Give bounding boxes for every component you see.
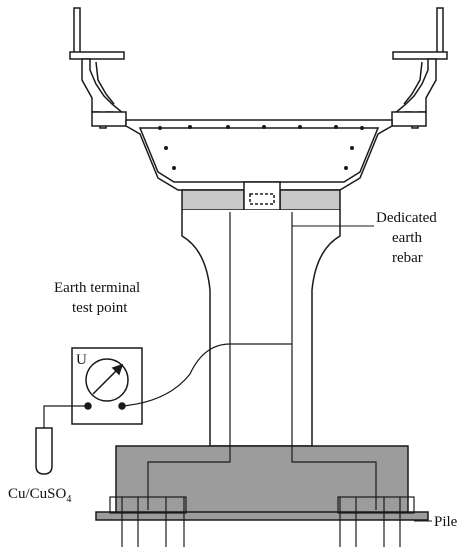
rebar-dot	[226, 125, 230, 129]
pile-right-outline	[337, 496, 415, 514]
test-wire	[121, 343, 292, 407]
right-parapet-plate	[392, 51, 448, 60]
cap-rebar-right	[291, 446, 377, 510]
needle-arrowhead	[111, 363, 124, 376]
voltmeter	[71, 347, 143, 425]
reference-electrode	[35, 405, 88, 475]
right-parapet-post	[436, 7, 444, 57]
pier-outline	[181, 210, 341, 447]
base-plate	[95, 511, 429, 521]
rebar-dot	[298, 125, 302, 129]
foundation	[95, 445, 429, 521]
rebar-dot	[262, 125, 266, 129]
voltmeter-dial	[85, 358, 129, 402]
rebar-dot	[188, 125, 192, 129]
voltmeter-box	[71, 347, 143, 425]
pile-left-outline	[109, 496, 187, 514]
leader-lines	[292, 225, 432, 522]
meter-symbol: U	[76, 352, 87, 368]
rebar-dot	[172, 166, 176, 170]
electrode-wire	[43, 405, 88, 428]
dedicated-earth-rebar-label-2: earth	[392, 230, 422, 246]
left-wall-inner	[95, 61, 115, 105]
rebar-dot	[350, 146, 354, 150]
piles	[109, 496, 415, 547]
rebar-dot	[360, 126, 364, 130]
box-girder-inner	[138, 127, 380, 183]
rebar-dot	[158, 126, 162, 130]
electrode-tube	[35, 427, 53, 475]
right-walkway-bracket	[391, 111, 427, 127]
electrode-label-main: Cu/CuSO	[8, 486, 67, 502]
earth-terminal-label-2: test point	[72, 300, 128, 316]
cap-rebar-left	[147, 446, 231, 510]
deck-rebar-dots	[158, 125, 364, 170]
left-parapet-plate	[69, 51, 125, 60]
girder-section	[69, 7, 448, 191]
pile-label: Pile	[434, 514, 458, 530]
right-bearing-block	[279, 189, 341, 211]
box-girder	[125, 119, 393, 191]
electrode-label: Cu/CuSO4	[8, 486, 71, 505]
earth-terminal-label-1: Earth terminal	[54, 280, 140, 296]
right-wall-inner	[403, 61, 423, 105]
rebar-dot	[164, 146, 168, 150]
pile-cap	[115, 445, 409, 515]
pier	[181, 210, 341, 460]
dedicated-earth-rebar-label-1: Dedicated	[376, 210, 437, 226]
dedicated-earth-rebar-label-3: rebar	[392, 250, 423, 266]
bearing-plate	[249, 193, 275, 205]
left-walkway-bracket	[91, 111, 127, 127]
rebar-dot	[334, 125, 338, 129]
left-parapet-post	[73, 7, 81, 57]
rebar-dot	[344, 166, 348, 170]
left-bearing-block	[181, 189, 245, 211]
electrode-label-subscript: 4	[66, 494, 71, 505]
